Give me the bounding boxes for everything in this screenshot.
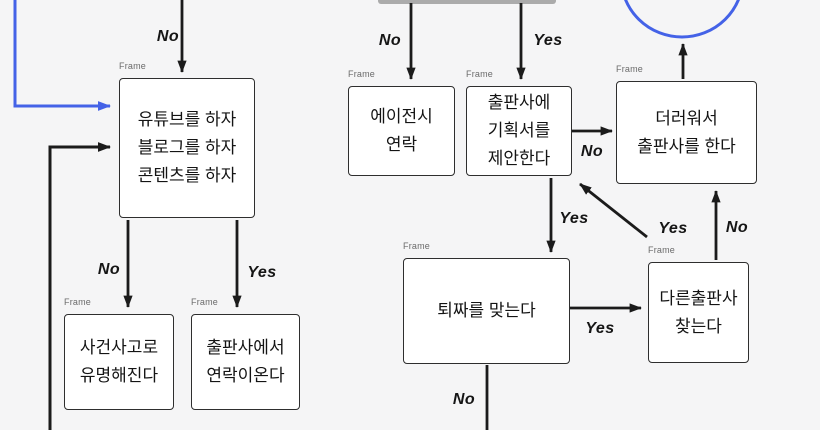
node-text-line: 콘텐츠를 하자 — [137, 166, 237, 185]
edge-label-yes-into-proposal: Yes — [533, 32, 563, 49]
node-text-line: 연락 — [385, 135, 418, 154]
loop-circle[interactable] — [621, 0, 743, 39]
node-text-line: 출판사에 — [487, 93, 551, 112]
node-text-line: 사건사고로 — [79, 338, 159, 357]
arrow-blue-into-do-content — [13, 0, 111, 111]
node-text-line: 출판사를 한다 — [637, 136, 736, 156]
node-text-line: 기획서를 — [487, 121, 551, 140]
edge-label-yes-proposal-to-rejected: Yes — [559, 210, 589, 227]
frame-label[interactable]: Frame — [616, 64, 644, 74]
node-text-line: 유튜브를 하자 — [137, 110, 237, 129]
node-text-line: 유명해진다 — [79, 366, 159, 385]
node-run-own-publisher[interactable]: 더러워서 출판사를 한다 — [616, 81, 757, 184]
frame-label[interactable]: Frame — [466, 69, 494, 79]
edge-label-no-into-agency: No — [378, 32, 402, 49]
node-find-other-publisher[interactable]: 다른출판사 찾는다 — [648, 262, 749, 363]
edge-label-no-rejected-down: No — [452, 391, 476, 408]
node-text-line: 더러워서 — [655, 108, 718, 128]
node-do-content[interactable]: 유튜브를 하자 블로그를 하자 콘텐츠를 하자 — [119, 78, 255, 218]
node-famous-by-scandal[interactable]: 사건사고로 유명해진다 — [64, 314, 174, 410]
edge-label-no-content-to-famous: No — [97, 261, 121, 278]
frame-label[interactable]: Frame — [403, 241, 431, 251]
node-propose-to-publisher[interactable]: 출판사에 기획서를 제안한다 — [466, 86, 572, 176]
node-text-line: 다른출판사 — [659, 288, 738, 308]
node-text-line: 에이전시 — [370, 107, 433, 126]
clipped-frame-top — [378, 0, 556, 4]
frame-label[interactable]: Frame — [648, 245, 676, 255]
node-publisher-contacts[interactable]: 출판사에서 연락이온다 — [191, 314, 300, 410]
edge-label-no-proposal-to-selfpub: No — [580, 143, 604, 160]
node-text-line: 출판사에서 — [206, 338, 285, 357]
node-text-line: 찾는다 — [675, 316, 722, 336]
node-text-line: 블로그를 하자 — [137, 138, 237, 157]
edge-label-no-into-do-content: No — [156, 28, 180, 45]
arrow-loopback-into-do-content — [48, 142, 111, 430]
arrow-other-to-proposal — [579, 182, 648, 239]
node-text-line: 연락이온다 — [206, 366, 285, 385]
frame-label[interactable]: Frame — [191, 297, 219, 307]
node-agency-contact[interactable]: 에이전시 연락 — [348, 86, 455, 176]
frame-label[interactable]: Frame — [119, 61, 147, 71]
edge-label-no-other-to-selfpub: No — [725, 219, 749, 236]
node-text-line: 제안한다 — [487, 149, 551, 168]
node-text-line: 퇴짜를 맞는다 — [437, 301, 536, 320]
edge-label-yes-other-to-proposal: Yes — [658, 220, 688, 237]
frame-label[interactable]: Frame — [64, 297, 92, 307]
edge-label-yes-rejected-to-other: Yes — [585, 320, 615, 337]
frame-label[interactable]: Frame — [348, 69, 376, 79]
edge-label-yes-content-to-contacted: Yes — [247, 264, 277, 281]
node-get-rejected[interactable]: 퇴짜를 맞는다 — [403, 258, 570, 364]
